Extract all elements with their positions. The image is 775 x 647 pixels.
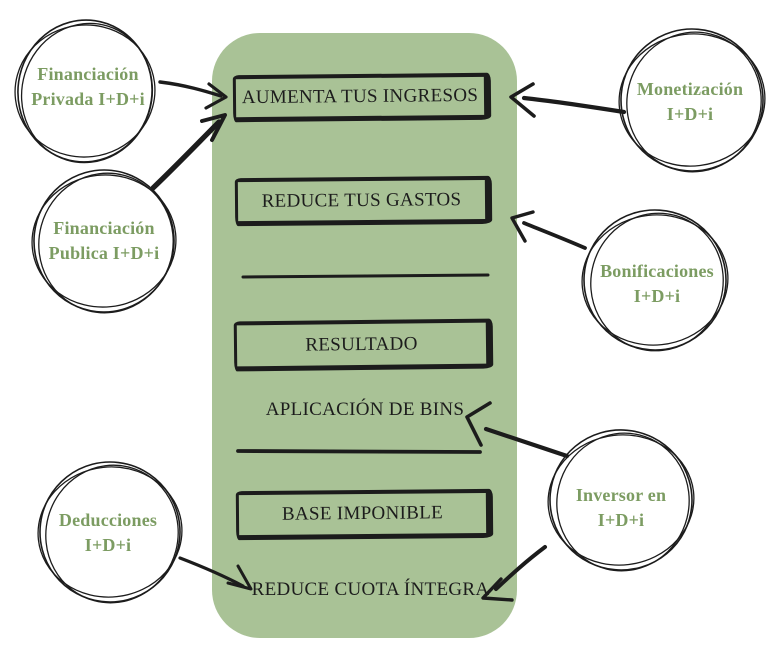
green-panel (212, 33, 517, 638)
circle-label-line: I+D+i (597, 510, 645, 530)
label-aplicacion-de-bins: APLICACIÓN DE BINS (265, 399, 465, 420)
arrow-inversor-to-cuota (481, 545, 547, 602)
circle-label-line: I+D+i (666, 104, 714, 124)
circle-label-monetizacion: Monetización I+D+i (610, 77, 770, 127)
sketch-circle-financiacion-privada (14, 19, 156, 164)
divider-line-top (241, 273, 490, 279)
box-resultado-label: RESULTADO (305, 332, 418, 356)
circle-label-line: I+D+i (84, 535, 132, 555)
circle-label-line: Monetización (636, 79, 744, 99)
box-reduce-gastos: REDUCE TUS GASTOS (234, 175, 493, 227)
arrow-deducciones-to-cuota (178, 556, 253, 591)
circle-label-line: Inversor en (575, 485, 667, 505)
circle-label-line: Deducciones (58, 510, 158, 530)
circle-label-financiacion-publica: Financiación Publica I+D+i (24, 216, 184, 266)
box-base-imponible-label: BASE IMPONIBLE (281, 502, 444, 525)
arrow-publica-to-ingresos (150, 113, 227, 191)
sketch-circle-inversor (547, 429, 695, 572)
circle-label-bonificaciones: Bonificaciones I+D+i (577, 259, 737, 309)
box-aumenta-ingresos-label: AUMENTA TUS INGRESOS (241, 84, 479, 109)
circle-label-inversor: Inversor en I+D+i (541, 483, 701, 533)
box-resultado: RESULTADO (233, 318, 494, 372)
sketch-circle-monetizacion (618, 28, 766, 173)
box-base-imponible: BASE IMPONIBLE (235, 488, 494, 541)
circle-label-line: Privada I+D+i (31, 89, 145, 109)
label-reduce-cuota-integra: REDUCE CUOTA ÍNTEGRA (251, 579, 490, 600)
arrow-inversor-to-bins (465, 401, 570, 459)
circle-label-line: Financiación (53, 218, 155, 238)
sketch-circle-bonificaciones (581, 209, 729, 352)
circle-label-financiacion-privada: Financiación Privada I+D+i (8, 62, 168, 112)
sketch-circle-deducciones (37, 461, 183, 604)
box-aumenta-ingresos: AUMENTA TUS INGRESOS (232, 72, 492, 123)
circle-label-line: Bonificaciones (600, 261, 714, 281)
arrow-monetizacion-to-ingresos (509, 82, 627, 118)
arrow-privada-to-ingresos (158, 80, 228, 110)
circle-label-line: I+D+i (633, 286, 681, 306)
box-reduce-gastos-label: REDUCE TUS GASTOS (261, 188, 462, 212)
arrow-bonificaciones-to-gastos (510, 210, 587, 250)
circle-label-deducciones: Deducciones I+D+i (28, 508, 188, 558)
divider-line-bottom (236, 449, 482, 454)
sketch-circle-financiacion-publica (31, 169, 177, 314)
circle-label-line: Financiación (37, 64, 139, 84)
circle-label-line: Publica I+D+i (48, 243, 160, 263)
